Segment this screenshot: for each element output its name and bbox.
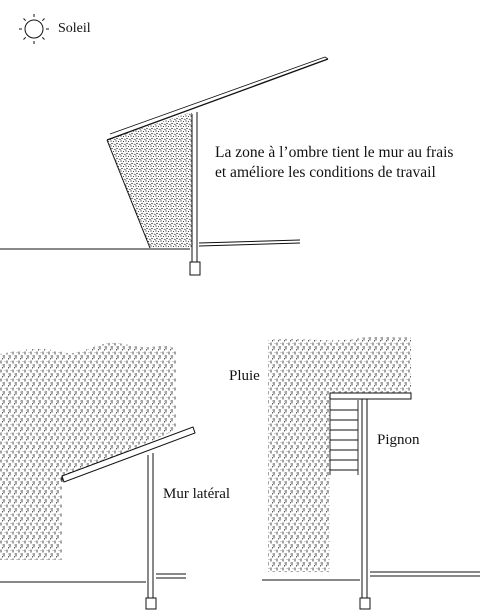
gable-post [359,399,371,610]
rain-label: Pluie [229,368,260,384]
top-roof [106,56,329,141]
shade-caption-line2: et améliore les conditions de travail [215,164,436,181]
rain-mass-right [268,336,411,572]
gable-ground [262,571,480,581]
side-roof [61,426,196,483]
side-wall-label: Mur latéral [163,486,231,502]
gable-wall [329,399,359,475]
sun-icon [19,14,49,44]
rain-mass-left [0,342,176,560]
shade-caption-line1: La zone à l’ombre tient le mur au frais [215,144,454,161]
sun-label: Soleil [58,21,91,36]
side-post [145,453,157,610]
shade-zone [106,112,193,249]
gable-roof [329,392,412,400]
top-post [189,112,201,276]
top-ground [0,239,301,250]
side-ground [0,573,186,583]
gable-label: Pignon [377,432,420,448]
